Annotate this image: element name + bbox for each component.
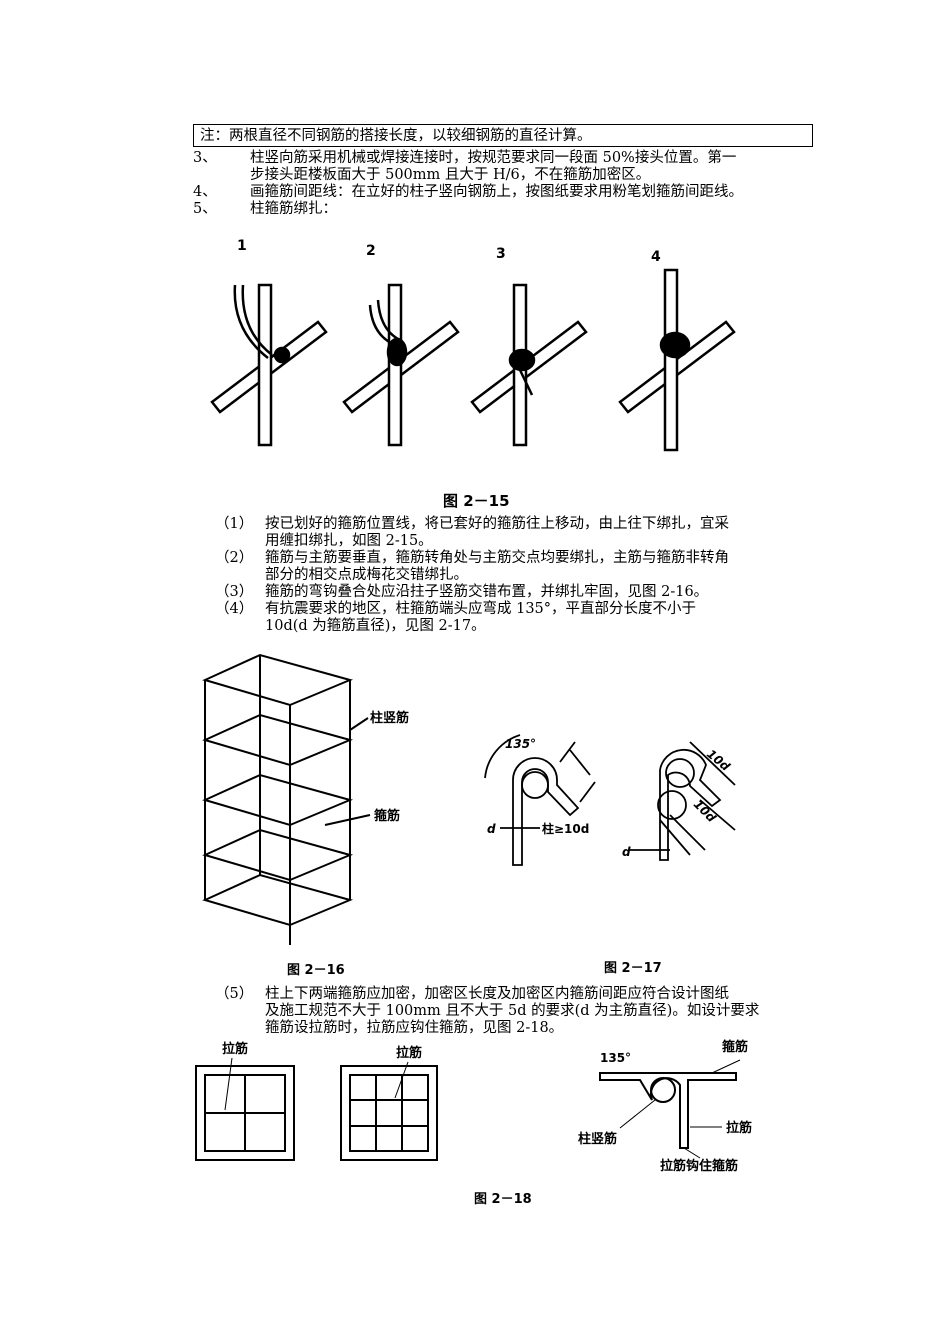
figure-2-16-cage: [202, 653, 371, 945]
step-label: 4: [651, 249, 661, 265]
subitem-text: 按已划好的箍筋位置线，将已套好的箍筋往上移动，由上往下绑扎，宜采: [265, 516, 729, 532]
subitem-text: 部分的相交点成梅花交错绑扎。: [265, 567, 468, 583]
subitem-text: 箍筋与主筋要垂直，箍筋转角处与主筋交点均要绑扎，主筋与箍筋非转角: [265, 550, 729, 566]
step-label: 3: [496, 246, 506, 262]
subitem-number: （2）: [215, 550, 254, 566]
label-stirrup: 箍筋: [374, 808, 400, 824]
angle-label: 135°: [600, 1051, 631, 1065]
subitem-number: （3）: [215, 584, 254, 600]
d-label: d: [487, 822, 496, 836]
item-text: 步接头距楼板面大于 500mm 且大于 H/6，不在箍筋加密区。: [250, 167, 651, 183]
subitem-text: 箍筋的弯钩叠合处应沿拄子竖筋交错布置，并绑扎牢固，见图 2-16。: [265, 584, 709, 600]
subitem-text: 箍筋设拉筋时，拉筋应钩住箍筋，见图 2-18。: [265, 1020, 564, 1036]
tie-step-4: [618, 268, 736, 452]
tie-label: 拉筋: [726, 1120, 752, 1136]
figure-caption: 图 2－17: [604, 961, 662, 976]
figure-caption: 图 2－16: [287, 963, 345, 978]
step-label: 1: [237, 238, 247, 254]
angle-label: 135°: [505, 737, 536, 751]
subitem-number: （4）: [215, 601, 254, 617]
step-label: 2: [366, 243, 376, 259]
note-box: 注：两根直径不同钢筋的搭接长度，以较细钢筋的直径计算。: [193, 124, 813, 147]
tie-step-2: [342, 283, 460, 447]
subitem-text: 用缠扣绑扎，如图 2-15。: [265, 533, 433, 549]
length-label: 10d: [691, 797, 719, 825]
d-label: d: [622, 845, 631, 859]
subitem-text: 及施工规范不大于 100mm 且不大于 5d 的要求(d 为主筋直径)。如设计要…: [265, 1003, 760, 1019]
subitem-number: （5）: [215, 986, 254, 1002]
item-text: 柱竖向筋采用机械或焊接连接时，按规范要求同一段面 50%接头位置。第一: [250, 150, 737, 166]
figure-caption: 图 2－15: [443, 492, 510, 510]
column-bar-label: 柱竖筋: [578, 1131, 617, 1147]
item-number: 5、: [193, 201, 217, 217]
item-number: 4、: [193, 184, 217, 200]
min-length-label: 柱≥10d: [542, 821, 589, 836]
tie-label: 拉筋: [396, 1045, 422, 1061]
figure-caption: 图 2－18: [474, 1192, 532, 1207]
tie-label: 拉筋: [222, 1041, 248, 1057]
item-text: 画箍筋间距线：在立好的柱子竖向钢筋上，按图纸要求用粉笔划箍筋间距线。: [250, 184, 743, 200]
subitem-text: 10d(d 为箍筋直径)，见图 2-17。: [265, 618, 486, 634]
tie-step-3: [470, 283, 588, 447]
item-number: 3、: [193, 150, 217, 166]
figure-2-18-sections: [195, 1057, 741, 1161]
subitem-number: （1）: [215, 516, 254, 532]
tie-step-1: [210, 283, 328, 447]
figure-2-15: [210, 268, 736, 452]
hook-label: 拉筋钩住箍筋: [660, 1158, 738, 1174]
subitem-text: 有抗震要求的地区，柱箍筋端头应弯成 135°，平直部分长度不小于: [265, 601, 697, 617]
stirrup-label: 箍筋: [722, 1039, 748, 1055]
figure-2-17-hooks: [484, 734, 736, 866]
label-column-bar: 柱竖筋: [370, 710, 409, 726]
subitem-text: 柱上下两端箍筋应加密，加密区长度及加密区内箍筋间距应符合设计图纸: [265, 986, 729, 1002]
item-text: 柱箍筋绑扎：: [250, 201, 337, 217]
